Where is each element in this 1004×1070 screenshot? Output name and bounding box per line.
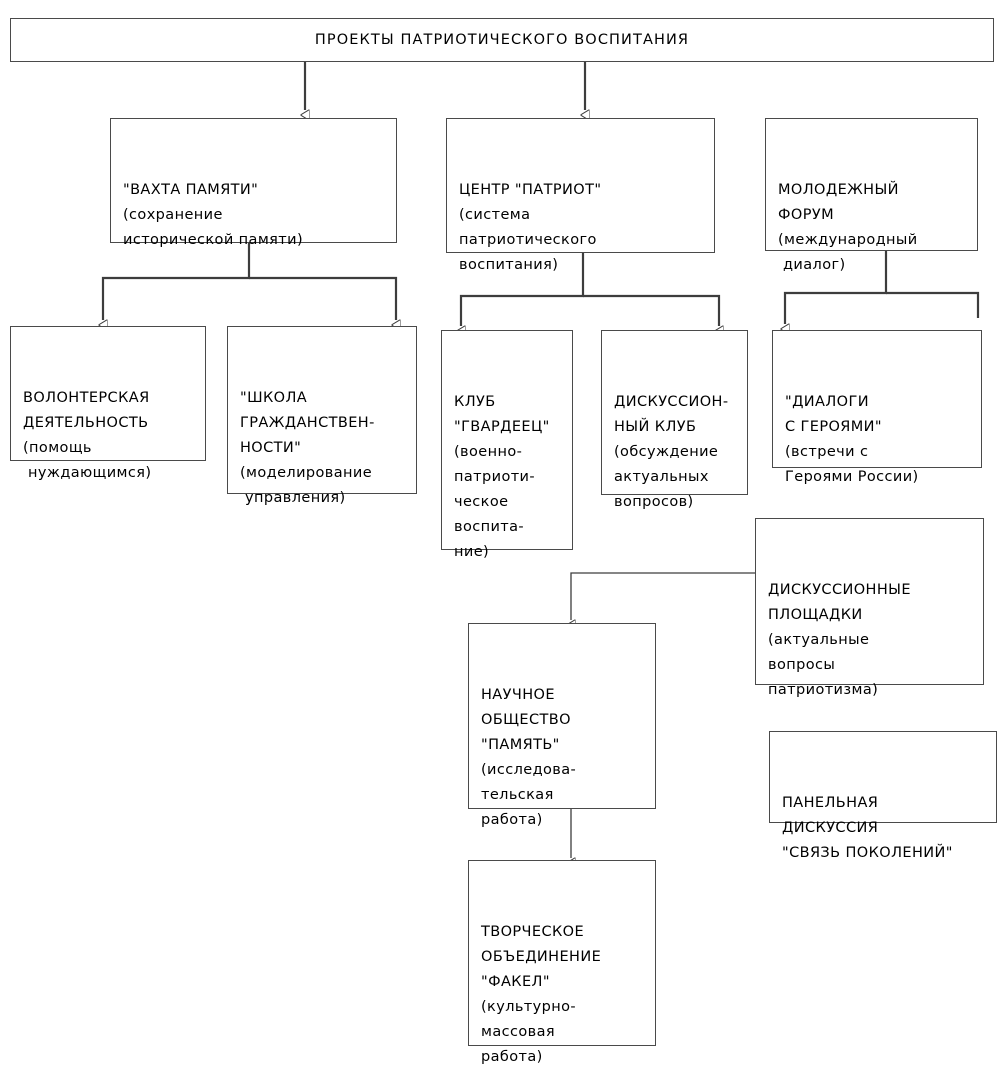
node-root[interactable]: ПРОЕКТЫ ПАТРИОТИЧЕСКОГО ВОСПИТАНИЯ	[10, 18, 994, 62]
node-school-label: "ШКОЛА ГРАЖДАНСТВЕН- НОСТИ" (моделирован…	[240, 390, 375, 506]
node-discussion-club[interactable]: ДИСКУССИОН- НЫЙ КЛУБ (обсуждение актуаль…	[601, 330, 748, 510]
node-volunteer[interactable]: ВОЛОНТЕРСКАЯ ДЕЯТЕЛЬНОСТЬ (помощь нуждаю…	[10, 326, 206, 481]
node-club-label: КЛУБ "ГВАРДЕЕЦ" (военно- патриоти- ческо…	[454, 394, 550, 560]
node-panel-label: ПАНЕЛЬНАЯ ДИСКУССИЯ "СВЯЗЬ ПОКОЛЕНИЙ"	[782, 795, 953, 861]
node-platforms-label: ДИСКУССИОННЫЕ ПЛОЩАДКИ (актуальные вопро…	[768, 582, 911, 698]
node-discussion-club-label: ДИСКУССИОН- НЫЙ КЛУБ (обсуждение актуаль…	[614, 394, 729, 510]
node-forum[interactable]: МОЛОДЕЖНЫЙ ФОРУМ (международный диалог)	[765, 118, 978, 273]
node-club[interactable]: КЛУБ "ГВАРДЕЕЦ" (военно- патриоти- ческо…	[441, 330, 573, 560]
node-society-label: НАУЧНОЕ ОБЩЕСТВО "ПАМЯТЬ" (исследова- те…	[481, 687, 577, 828]
node-vahta[interactable]: "ВАХТА ПАМЯТИ" (сохранение исторической …	[110, 118, 397, 248]
node-vahta-label: "ВАХТА ПАМЯТИ" (сохранение исторической …	[123, 182, 304, 248]
node-centr-label: ЦЕНТР "ПАТРИОТ" (система патриотического…	[459, 182, 602, 273]
node-forum-label: МОЛОДЕЖНЫЙ ФОРУМ (международный диалог)	[778, 182, 918, 273]
node-centr[interactable]: ЦЕНТР "ПАТРИОТ" (система патриотического…	[446, 118, 715, 273]
node-platforms[interactable]: ДИСКУССИОННЫЕ ПЛОЩАДКИ (актуальные вопро…	[755, 518, 984, 698]
node-society[interactable]: НАУЧНОЕ ОБЩЕСТВО "ПАМЯТЬ" (исследова- те…	[468, 623, 656, 828]
edge-platforms-society	[571, 572, 755, 620]
node-dialogs-label: "ДИАЛОГИ С ГЕРОЯМИ" (встречи с Героями Р…	[785, 394, 919, 485]
node-volunteer-label: ВОЛОНТЕРСКАЯ ДЕЯТЕЛЬНОСТЬ (помощь нуждаю…	[23, 390, 152, 481]
node-school[interactable]: "ШКОЛА ГРАЖДАНСТВЕН- НОСТИ" (моделирован…	[227, 326, 417, 506]
node-panel[interactable]: ПАНЕЛЬНАЯ ДИСКУССИЯ "СВЯЗЬ ПОКОЛЕНИЙ"	[769, 731, 997, 861]
node-dialogs[interactable]: "ДИАЛОГИ С ГЕРОЯМИ" (встречи с Героями Р…	[772, 330, 982, 485]
node-creative[interactable]: ТВОРЧЕСКОЕ ОБЪЕДИНЕНИЕ "ФАКЕЛ" (культурн…	[468, 860, 656, 1065]
node-creative-label: ТВОРЧЕСКОЕ ОБЪЕДИНЕНИЕ "ФАКЕЛ" (культурн…	[481, 924, 602, 1065]
node-root-label: ПРОЕКТЫ ПАТРИОТИЧЕСКОГО ВОСПИТАНИЯ	[314, 31, 690, 48]
